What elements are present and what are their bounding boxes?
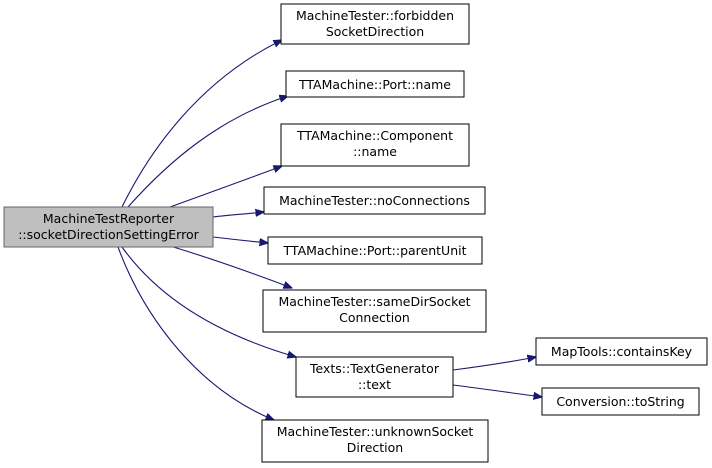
node-forbidden-socket-direction[interactable]: MachineTester::forbidden SocketDirection — [280, 3, 470, 45]
edge-root-text-gen — [121, 246, 296, 357]
node-label-line: ::socketDirectionSettingError — [18, 227, 199, 242]
node-label-line: Conversion::toString — [556, 394, 684, 409]
node-no-connections[interactable]: MachineTester::noConnections — [263, 186, 486, 215]
node-label-line: TTAMachine::Port::parentUnit — [282, 243, 466, 258]
node-label-line: SocketDirection — [326, 24, 424, 39]
edge-root-parent-unit — [212, 236, 268, 243]
node-label-line: MachineTester::forbidden — [296, 8, 454, 23]
node-unknown-socket-direction[interactable]: MachineTester::unknownSocket Direction — [261, 419, 489, 463]
node-to-string[interactable]: Conversion::toString — [541, 387, 700, 416]
node-label-line: TTAMachine::Port::name — [298, 77, 451, 92]
node-label-line: ::text — [358, 377, 391, 392]
node-parent-unit[interactable]: TTAMachine::Port::parentUnit — [267, 236, 483, 265]
edge-root-forbidden — [121, 40, 282, 208]
node-label-line: MachineTester::noConnections — [279, 193, 470, 208]
node-label-line: MachineTester::sameDirSocket — [278, 294, 470, 309]
edge-textgen-tostring — [452, 384, 542, 397]
edge-root-unknown — [117, 246, 274, 420]
node-label-line: Direction — [347, 440, 403, 455]
node-same-dir-socket-connection[interactable]: MachineTester::sameDirSocket Connection — [262, 289, 487, 333]
node-label-line: MapTools::containsKey — [551, 344, 693, 359]
node-label-line: Texts::TextGenerator — [309, 361, 440, 376]
edge-textgen-containskey — [452, 357, 536, 371]
node-label-line: MachineTester::unknownSocket — [277, 424, 474, 439]
edge-root-no-connections — [212, 212, 264, 218]
node-port-name[interactable]: TTAMachine::Port::name — [285, 70, 465, 98]
edge-root-component-name — [169, 166, 282, 208]
edge-root-port-name — [127, 96, 288, 208]
node-label-line: TTAMachine::Component — [296, 128, 453, 143]
node-label-line: Connection — [339, 310, 410, 325]
node-root[interactable]: MachineTestReporter ::socketDirectionSet… — [3, 206, 214, 248]
edges — [117, 40, 542, 420]
edge-root-same-dir — [169, 245, 292, 288]
node-component-name[interactable]: TTAMachine::Component ::name — [280, 123, 470, 167]
node-label-line: MachineTestReporter — [43, 211, 175, 226]
node-label-line: ::name — [353, 144, 397, 159]
node-text-generator-text[interactable]: Texts::TextGenerator ::text — [295, 356, 454, 398]
node-contains-key[interactable]: MapTools::containsKey — [535, 337, 708, 366]
